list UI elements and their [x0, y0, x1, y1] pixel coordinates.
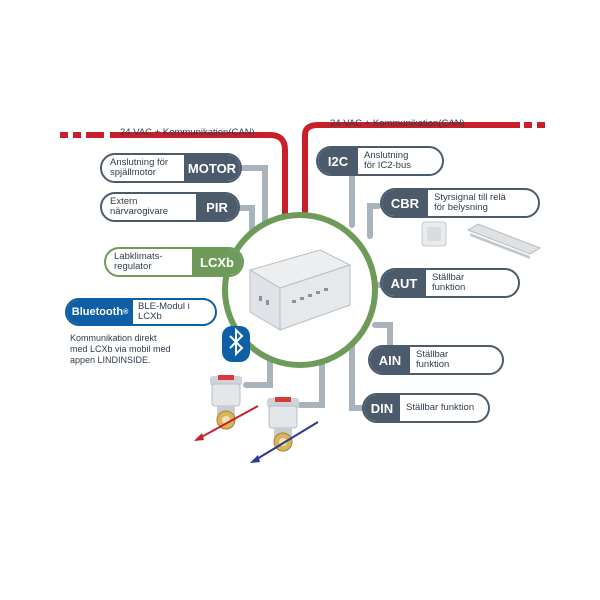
ain-desc-line1: Ställbar: [416, 349, 449, 360]
bluetooth-note-line2: med LCXb via mobil med: [70, 344, 171, 354]
top-right-caption: 24 VAC + Kommunikation(CAN): [330, 118, 465, 129]
motor-wire: [237, 165, 268, 248]
ain-desc-line2: funktion: [416, 359, 450, 370]
motor-desc: Anslutning för spjällmotor: [102, 158, 184, 178]
lcxb-device-illustration: [248, 249, 352, 331]
motor-code: MOTOR: [184, 155, 240, 181]
lcxb-desc-line1: Labklimats-: [114, 251, 163, 262]
cbr-desc-line1: Styrsignal till relä: [434, 192, 506, 203]
top-left-caption: 24 VAC + Kommunikation(CAN): [120, 127, 255, 138]
i2c-desc-line2: för IC2-bus: [364, 160, 411, 171]
bluetooth-reg: ®: [123, 308, 129, 316]
pir-pill: Extern närvarogivare PIR: [100, 192, 240, 222]
motor-desc-line2: spjällmotor: [110, 167, 156, 178]
cbr-pill: CBR Styrsignal till relä för belysning: [380, 188, 540, 218]
valve-2-illustration: [250, 397, 319, 463]
aut-desc: Ställbar funktion: [426, 273, 518, 293]
motor-desc-line1: Anslutning för: [110, 157, 169, 168]
relay-box-illustration: [421, 221, 447, 247]
din-pill: DIN Ställbar funktion: [362, 393, 490, 423]
lcxb-desc-line2: regulator: [114, 261, 152, 272]
bluetooth-label: Bluetooth: [71, 306, 124, 318]
bluetooth-desc: BLE-Modul i LCXb: [138, 301, 190, 322]
aut-code: AUT: [382, 270, 426, 296]
motor-pill: Anslutning för spjällmotor MOTOR: [100, 153, 242, 183]
cbr-desc: Styrsignal till relä för belysning: [428, 193, 538, 213]
i2c-desc-line1: Anslutning: [364, 150, 409, 161]
cbr-code: CBR: [382, 190, 428, 216]
aut-desc-line1: Ställbar: [432, 272, 465, 283]
pir-desc: Extern närvarogivare: [102, 197, 196, 217]
light-fixture-illustration: [466, 223, 542, 259]
aut-desc-line2: funktion: [432, 282, 466, 293]
bluetooth-note: Kommunikation direkt med LCXb via mobil …: [70, 333, 171, 366]
bluetooth-pill: Bluetooth® BLE-Modul i LCXb: [65, 298, 217, 326]
bluetooth-logo-icon: [222, 326, 250, 362]
red-can-line-right: [302, 122, 520, 220]
pir-desc-line1: Extern: [110, 196, 138, 207]
dash-right-2: [537, 122, 545, 128]
i2c-desc: Anslutning för IC2-bus: [358, 151, 442, 171]
aut-pill: AUT Ställbar funktion: [380, 268, 520, 298]
dash-right-1: [524, 122, 532, 128]
i2c-code: I2C: [318, 148, 358, 174]
cbr-wire: [367, 203, 381, 239]
valve1-wire: [243, 357, 273, 388]
din-code: DIN: [364, 395, 400, 421]
cbr-desc-line2: för belysning: [434, 202, 488, 213]
valve2-wire: [297, 357, 325, 408]
ain-desc: Ställbar funktion: [410, 350, 502, 370]
dash-left-1: [60, 132, 68, 138]
valve-1-illustration: [194, 375, 259, 441]
dash-left-2: [73, 132, 81, 138]
bluetooth-note-line1: Kommunikation direkt: [70, 333, 157, 343]
lcxb-code: LCXb: [192, 249, 242, 275]
lcxb-desc: Labklimats- regulator: [106, 252, 192, 272]
ain-pill: AIN Ställbar funktion: [368, 345, 504, 375]
lcxb-pill: Labklimats- regulator LCXb: [104, 247, 244, 277]
red-can-line-left: [110, 132, 288, 220]
ain-code: AIN: [370, 347, 410, 373]
bluetooth-note-line3: appen LINDINSIDE.: [70, 355, 151, 365]
pir-code: PIR: [196, 194, 238, 220]
dash-left-3: [86, 132, 104, 138]
pir-desc-line2: närvarogivare: [110, 206, 169, 217]
din-desc: Ställbar funktion: [406, 402, 475, 413]
i2c-pill: I2C Anslutning för IC2-bus: [316, 146, 444, 176]
bluetooth-code: Bluetooth®: [67, 300, 133, 324]
din-wire: [349, 327, 367, 411]
